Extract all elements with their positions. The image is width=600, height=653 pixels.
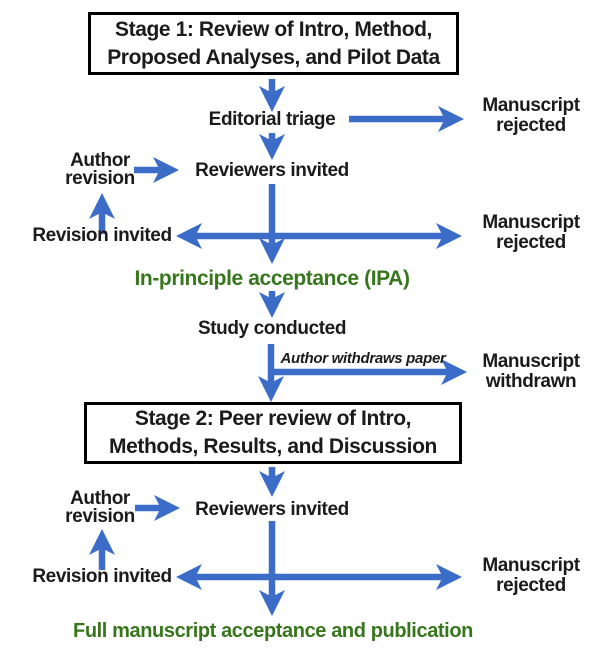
reviewers-invited-label-2: Reviewers invited <box>195 499 349 520</box>
study-conducted-label: Study conducted <box>197 318 347 339</box>
manuscript-rejected-triage-line2: rejected <box>496 115 566 136</box>
revision-invited-label-2: Revision invited <box>32 566 172 587</box>
manuscript-rejected-review-1-line2: rejected <box>496 232 566 253</box>
manuscript-rejected-review-2-line2: rejected <box>496 575 566 596</box>
author-revision-label-1: Author revision <box>50 150 150 189</box>
in-principle-acceptance-label: In-principle acceptance (IPA) <box>134 267 410 290</box>
stage1-box: Stage 1: Review of Intro, Method, Propos… <box>88 12 459 75</box>
manuscript-rejected-review-2-line1: Manuscript <box>482 555 580 576</box>
manuscript-withdrawn-line2: withdrawn <box>485 371 577 392</box>
stage1-box-line1: Stage 1: Review of Intro, Method, <box>115 17 432 41</box>
author-revision-2-line2: revision <box>65 506 135 527</box>
stage2-box: Stage 2: Peer review of Intro, Methods, … <box>84 402 462 464</box>
author-revision-1-line2: revision <box>65 168 135 189</box>
manuscript-rejected-review-1-line1: Manuscript <box>482 212 580 233</box>
author-revision-2-line1: Author <box>70 488 130 509</box>
author-withdraws-note: Author withdraws paper <box>280 350 446 367</box>
manuscript-rejected-review-label-1: Manuscript rejected <box>466 213 596 253</box>
editorial-triage-label: Editorial triage <box>208 109 336 130</box>
author-revision-label-2: Author revision <box>50 488 150 527</box>
stage1-box-line2: Proposed Analyses, and Pilot Data <box>107 45 440 69</box>
reviewers-invited-label-1: Reviewers invited <box>195 160 349 181</box>
manuscript-rejected-triage-line1: Manuscript <box>482 95 580 116</box>
revision-invited-label-1: Revision invited <box>32 225 172 246</box>
full-acceptance-label: Full manuscript acceptance and publicati… <box>73 620 473 642</box>
manuscript-withdrawn-label: Manuscript withdrawn <box>466 352 596 392</box>
manuscript-rejected-review-label-2: Manuscript rejected <box>466 556 596 596</box>
author-revision-1-line1: Author <box>70 150 130 171</box>
stage2-box-line1: Stage 2: Peer review of Intro, <box>134 407 412 430</box>
manuscript-rejected-triage-label: Manuscript rejected <box>466 96 596 136</box>
manuscript-withdrawn-line1: Manuscript <box>482 351 580 372</box>
stage2-box-line2: Methods, Results, and Discussion <box>109 435 437 458</box>
